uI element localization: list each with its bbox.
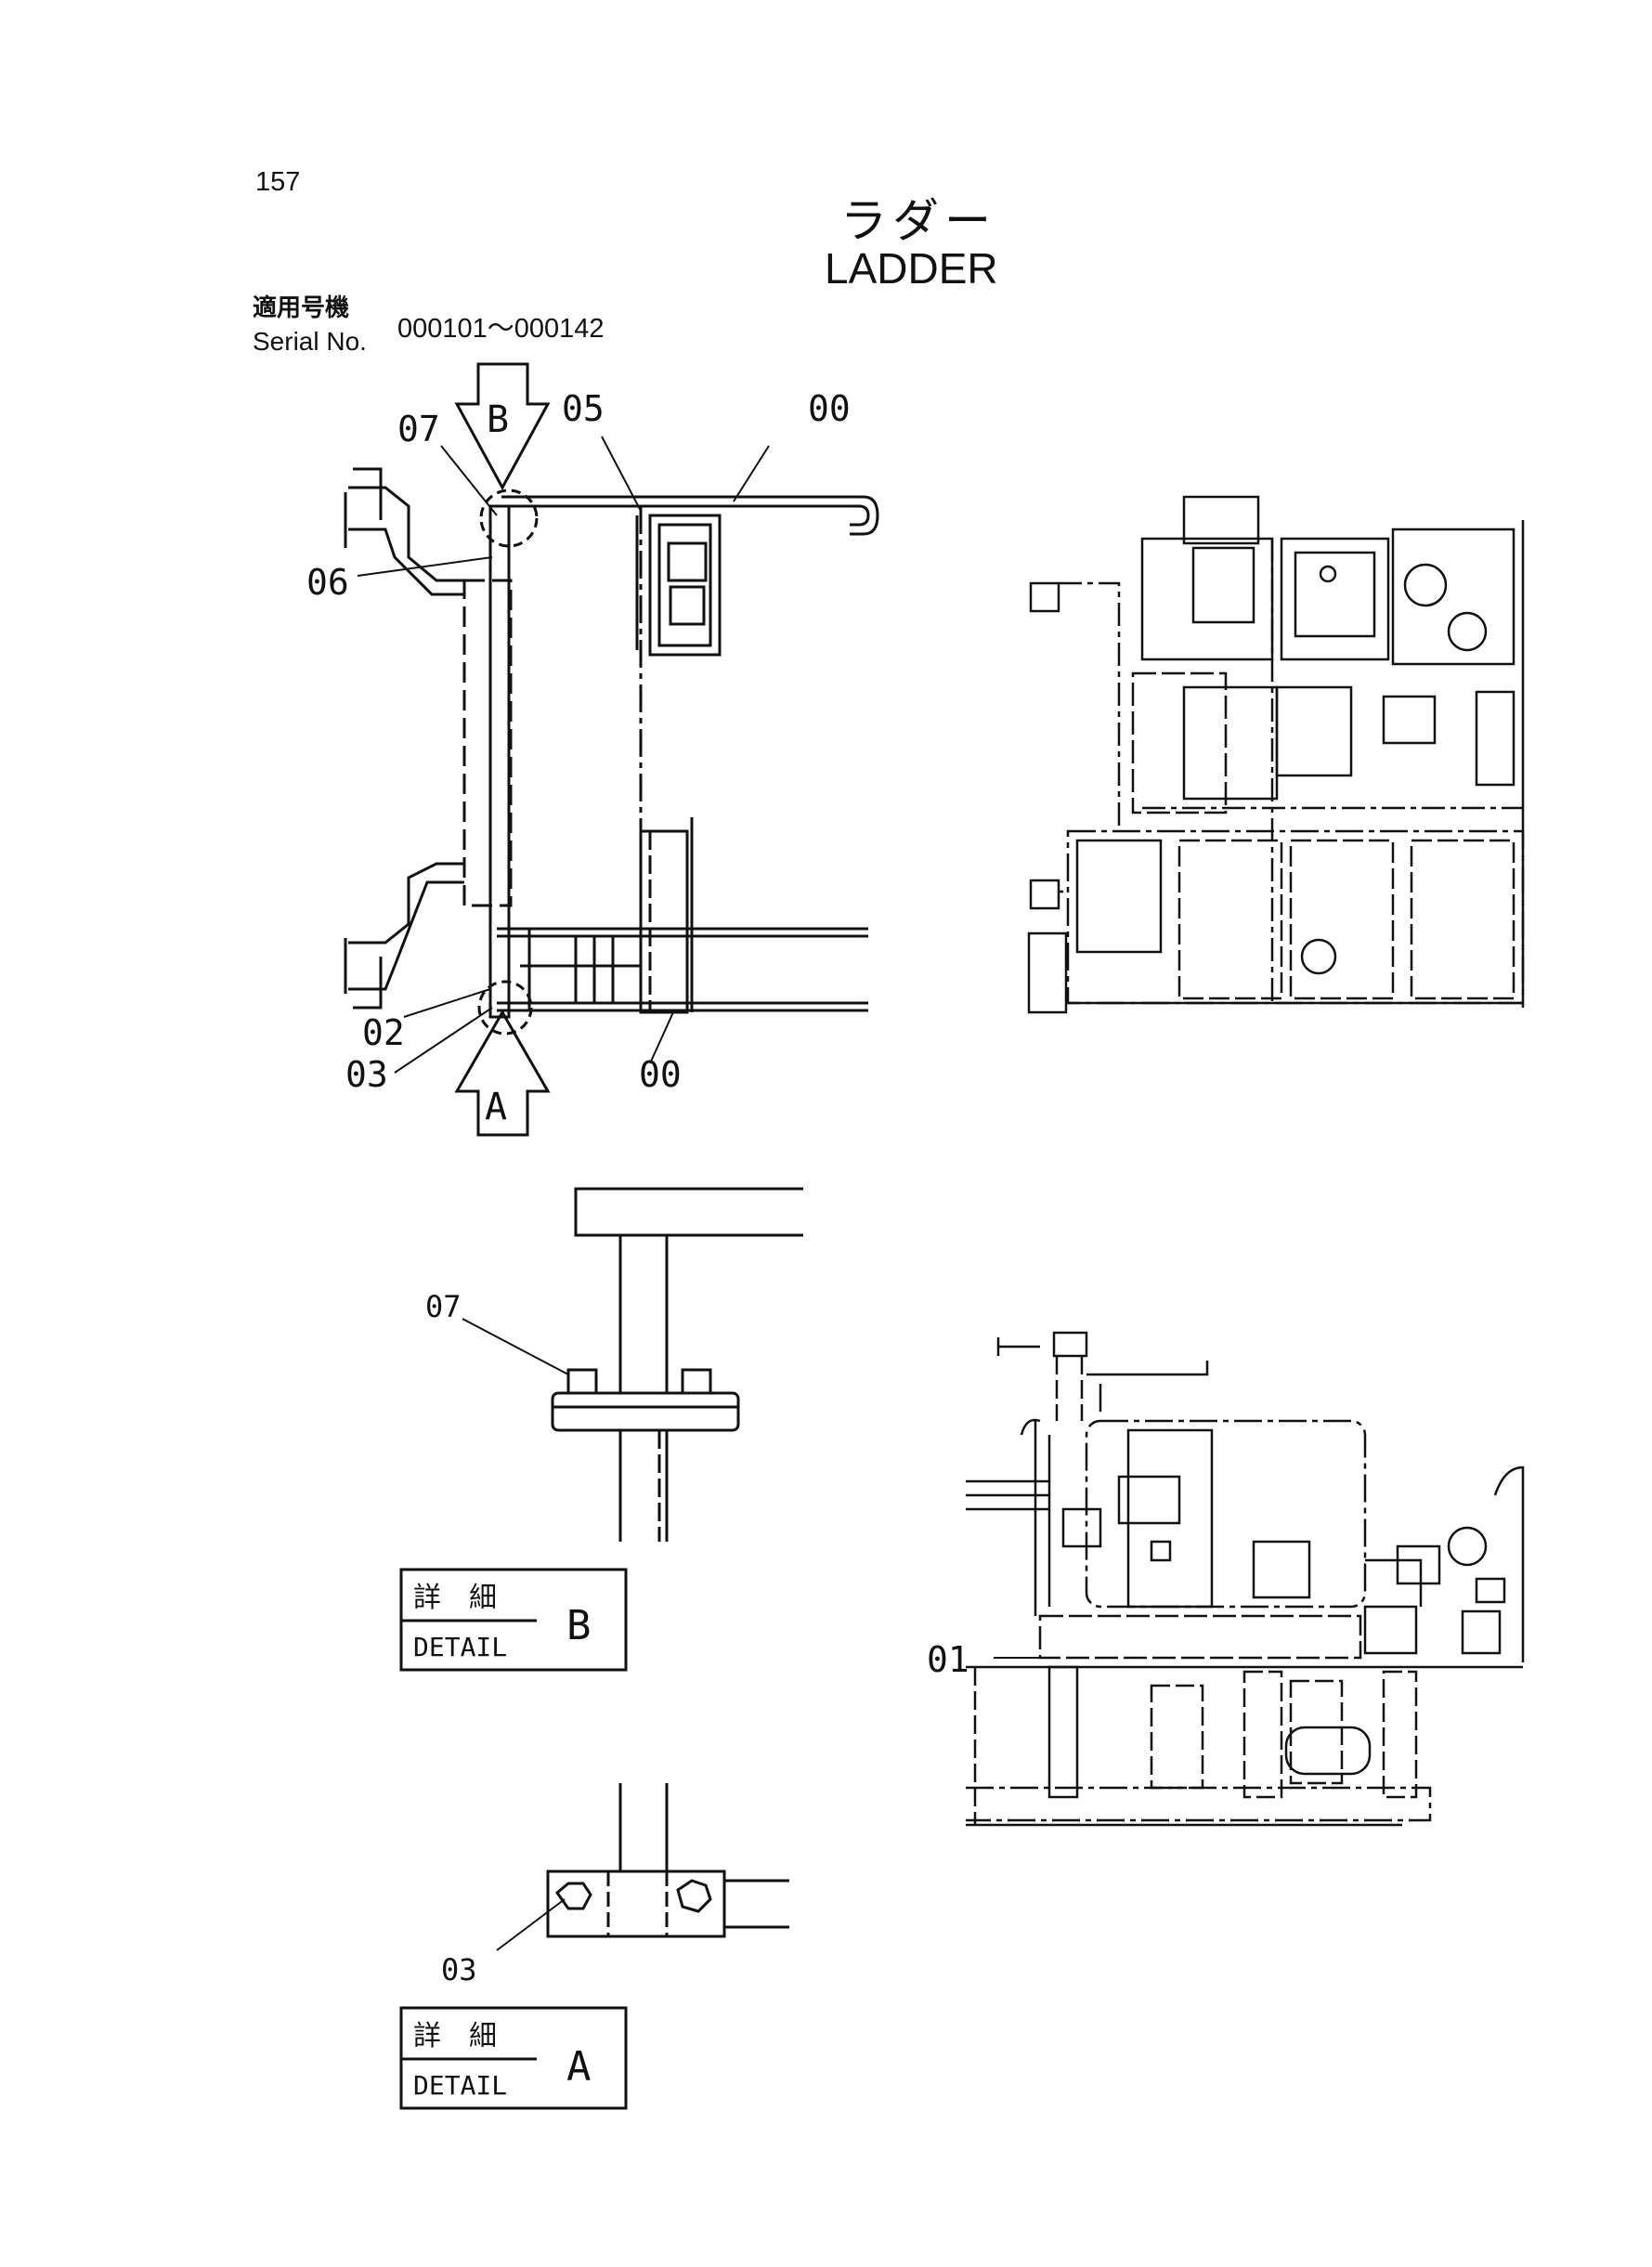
view-b-arrow — [454, 362, 551, 491]
serial-label-en: Serial No. — [253, 327, 367, 356]
callout-01: 01 — [927, 1639, 969, 1680]
callout-06: 06 — [306, 562, 349, 603]
detail-b-view: 07 詳 細 DETAIL B — [399, 1187, 803, 1672]
callout-00-bottom: 00 — [639, 1054, 682, 1095]
callout-02: 02 — [362, 1012, 405, 1053]
view-b-label: B — [487, 398, 509, 441]
title-japanese: ラダー — [840, 194, 996, 248]
callout-00-top: 00 — [808, 388, 851, 429]
side-elevation-view: 01 — [927, 1331, 1525, 1827]
detail-b-letter: B — [566, 1602, 592, 1649]
serial-range: 000101～000142 — [397, 314, 605, 344]
callout-03: 03 — [345, 1054, 388, 1095]
detail-a-letter: A — [566, 2043, 592, 2091]
main-side-view: B A — [306, 362, 879, 1137]
ladder-rungs — [497, 927, 868, 1012]
view-a-label: A — [485, 1086, 507, 1128]
side-frame — [639, 829, 689, 1014]
detail-b-en: DETAIL — [413, 1632, 507, 1662]
view-a-arrow — [454, 1009, 551, 1137]
callout-05: 05 — [562, 388, 605, 429]
bracket-top — [344, 467, 464, 596]
serial-label-jp: 適用号機 — [253, 294, 350, 322]
detail-a-jp: 詳 細 — [413, 2020, 497, 2052]
bracket-bottom — [344, 862, 464, 1010]
callout-07-detail: 07 — [425, 1289, 462, 1324]
detail-a-circle — [477, 980, 533, 1036]
detail-a-en: DETAIL — [413, 2070, 507, 2101]
ladder-column — [462, 579, 513, 907]
serial-label: 適用号機 Serial No. — [253, 292, 367, 358]
title-english: LADDER — [825, 244, 998, 293]
detail-a-view: 03 詳 細 DETAIL A — [399, 1783, 789, 2110]
page-number: 157 — [255, 167, 301, 197]
callout-03-detail: 03 — [441, 1952, 477, 1987]
detail-b-jp: 詳 細 — [413, 1582, 497, 1614]
callout-07: 07 — [397, 409, 440, 449]
detail-b-circle — [479, 489, 539, 548]
plan-view — [1027, 495, 1525, 1014]
top-handrail — [501, 495, 879, 536]
control-box — [648, 514, 722, 657]
frame-post-left — [488, 504, 511, 1019]
